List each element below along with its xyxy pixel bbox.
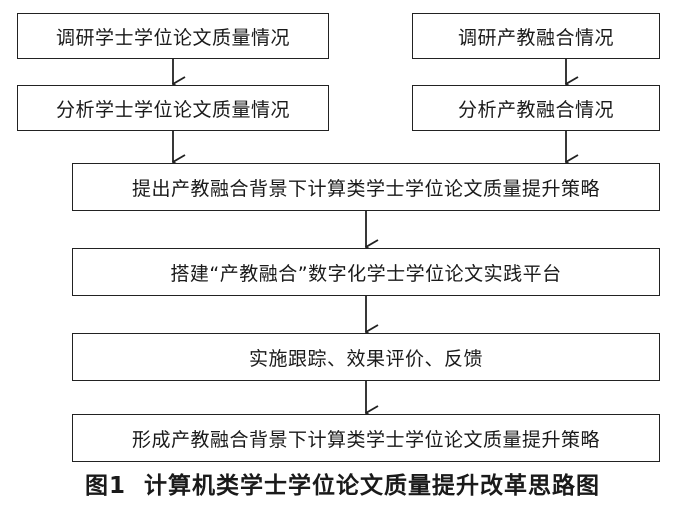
box-build-platform: 搭建“产教融合”数字化学士学位论文实践平台 [72, 248, 660, 296]
box-survey-thesis: 调研学士学位论文质量情况 [17, 13, 329, 59]
figure-number: 图1 [84, 473, 126, 499]
figure-caption: 图1 计算机类学士学位论文质量提升改革思路图 [0, 466, 685, 500]
figure-title: 计算机类学士学位论文质量提升改革思路图 [144, 473, 600, 499]
box-implement-feedback: 实施跟踪、效果评价、反馈 [72, 333, 660, 381]
box-analyze-thesis: 分析学士学位论文质量情况 [17, 85, 329, 131]
box-analyze-integration: 分析产教融合情况 [412, 85, 660, 131]
box-propose-strategy: 提出产教融合背景下计算类学士学位论文质量提升策略 [72, 163, 660, 211]
box-form-strategy: 形成产教融合背景下计算类学士学位论文质量提升策略 [72, 414, 660, 462]
box-survey-integration: 调研产教融合情况 [412, 13, 660, 59]
